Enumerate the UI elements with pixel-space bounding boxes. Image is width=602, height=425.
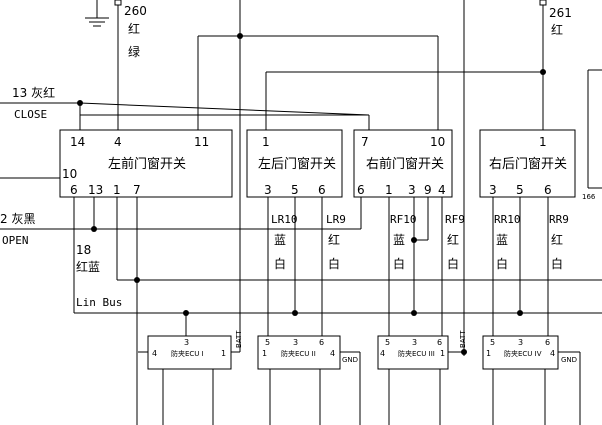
pin-label: 6 [545,338,550,347]
pin-label: 14 [70,135,85,149]
lr9-color-2: 白 [328,256,340,271]
lr10-color-1: 蓝 [274,233,286,247]
rf10-color-1: 蓝 [393,233,405,247]
close-signal-label: CLOSE [14,108,47,121]
switch-left-rear: 左后门窗开关 1 3 5 6 [246,129,343,198]
rr10-name: RR10 [494,213,521,226]
wire-261-color: 红 [551,22,563,37]
rr9-color-2: 白 [551,256,563,271]
wire-260-color-1: 红 [128,21,140,36]
pin-label: 3 [184,338,189,347]
gnd-label: GND [561,356,577,364]
rr10-color-1: 蓝 [496,233,508,247]
pin-label: 10 [430,135,445,149]
wire-261-number: 261 [549,6,572,20]
batt-label: BATT [459,330,467,348]
pin-label: 5 [516,183,524,197]
ecu-3: 防夹ECU III 5 3 6 4 1 [377,335,449,370]
ecu-2: 防夹ECU II 5 3 6 1 4 [257,335,341,370]
pin-label: 1 [486,349,491,358]
rr9-name: RR9 [549,213,569,226]
batt-label: BATT [235,330,243,348]
pin-label: 9 [424,183,432,197]
ecu-4: 防夹ECU IV 5 3 6 1 4 [482,335,559,370]
wire-2-label: 2 灰黑 [0,212,35,226]
rr9-color-1: 红 [551,232,563,247]
wire-260-color-2: 绿 [128,44,140,59]
pin-label: 6 [319,338,324,347]
rf9-name: RF9 [445,213,465,226]
switch-title: 左后门窗开关 [258,156,336,172]
pin-label: 6 [544,183,552,197]
switch-right-front: 右前门窗开关 7 10 6 1 3 9 4 [353,129,453,198]
pin-label: 4 [152,349,157,358]
switch-left-front: 左前门窗开关 14 4 11 10 6 13 1 7 [59,129,233,198]
pin-label: 3 [264,183,272,197]
pin-label: 4 [330,349,335,358]
pin-label: 1 [262,349,267,358]
ecu-title: 防夹ECU II [281,349,316,358]
rr10-color-2: 白 [496,256,508,271]
pin-label: 11 [194,135,209,149]
wire-18-color: 红蓝 [76,259,100,274]
wire-260-number: 260 [124,4,147,18]
pin-label: 7 [133,183,141,197]
pin-label: 3 [293,338,298,347]
pin-label: 3 [518,338,523,347]
lr9-color-1: 红 [328,232,340,247]
pin-label: 5 [291,183,299,197]
pin-label: 7 [361,135,369,149]
pin-label: 4 [380,349,385,358]
ecu-title: 防夹ECU I [171,349,204,358]
pin-label: 1 [221,349,226,358]
pin-label: 5 [265,338,270,347]
lr10-name: LR10 [271,213,298,226]
pin-label: 1 [113,183,121,197]
switch-title: 左前门窗开关 [108,156,186,172]
pin-label: 3 [408,183,416,197]
pin-label: 6 [318,183,326,197]
pin-label: 6 [437,338,442,347]
lr10-color-2: 白 [274,256,286,271]
ecu-title: 防夹ECU IV [504,349,542,358]
ecu-1: 防夹ECU I 3 4 1 [147,335,232,370]
pin-label: 6 [70,183,78,197]
pin-label: 1 [262,135,270,149]
rf10-color-2: 白 [393,256,405,271]
pin-label: 13 [88,183,103,197]
pin-label: 10 [62,167,77,181]
lin-bus-label: Lin Bus [76,296,122,309]
ground-icon [85,0,109,27]
pin-label: 1 [440,349,445,358]
ref-166-label: 166 [582,193,596,201]
pin-label: 5 [385,338,390,347]
pin-label: 4 [550,349,555,358]
switch-title: 右后门窗开关 [489,156,567,172]
wire-18-number: 18 [76,243,91,257]
pin-label: 3 [489,183,497,197]
pin-label: 5 [490,338,495,347]
switch-right-rear: 右后门窗开关 1 3 5 6 [479,129,576,198]
pin-label: 4 [114,135,122,149]
open-signal-label: OPEN [2,234,29,247]
switch-title: 右前门窗开关 [366,156,444,172]
wire-13-label: 13 灰红 [12,85,55,100]
rf9-color-1: 红 [447,232,459,247]
pin-label: 4 [438,183,446,197]
wire-labels: 260 红 绿 261 红 13 灰红 CLOSE 2 灰黑 OPEN 18 红… [0,4,596,309]
rf10-name: RF10 [390,213,417,226]
ecu-title: 防夹ECU III [398,349,435,358]
gnd-label: GND [342,356,358,364]
rf9-color-2: 白 [447,256,459,271]
pin-label: 3 [412,338,417,347]
lr9-name: LR9 [326,213,346,226]
net-labels: BATT BATT GND GND [235,330,577,364]
pin-label: 6 [357,183,365,197]
pin-label: 1 [385,183,393,197]
pin-label: 1 [539,135,547,149]
